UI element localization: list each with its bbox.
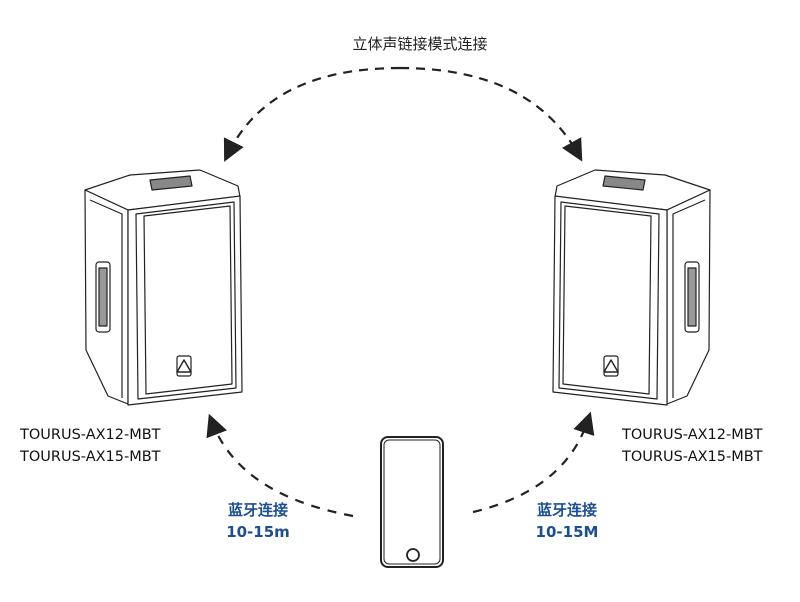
model-name: TOURUS-AX15-MBT <box>622 449 763 465</box>
left-bluetooth-arrow <box>206 413 354 518</box>
left-speaker-models: TOURUS-AX12-MBT TOURUS-AX15-MBT <box>20 424 161 468</box>
left-speaker-icon <box>84 169 243 406</box>
smartphone-icon <box>380 436 444 568</box>
diagram-title: 立体声链接模式连接 <box>352 35 488 53</box>
bluetooth-range: 10-15m <box>226 523 290 541</box>
left-bluetooth-label: 蓝牙连接 10-15m <box>203 499 313 543</box>
bluetooth-label: 蓝牙连接 <box>227 501 288 519</box>
right-speaker-icon <box>552 169 711 406</box>
model-name: TOURUS-AX12-MBT <box>20 427 161 443</box>
bluetooth-label: 蓝牙连接 <box>536 501 597 519</box>
right-bluetooth-label: 蓝牙连接 10-15M <box>512 499 622 543</box>
stereo-link-arrow <box>223 66 401 162</box>
model-name: TOURUS-AX15-MBT <box>20 449 161 465</box>
right-bluetooth-arrow <box>472 411 595 514</box>
model-name: TOURUS-AX12-MBT <box>622 427 763 443</box>
bluetooth-range: 10-15M <box>535 523 599 541</box>
stereo-link-arrow <box>399 66 583 162</box>
right-speaker-models: TOURUS-AX12-MBT TOURUS-AX15-MBT <box>622 424 763 468</box>
